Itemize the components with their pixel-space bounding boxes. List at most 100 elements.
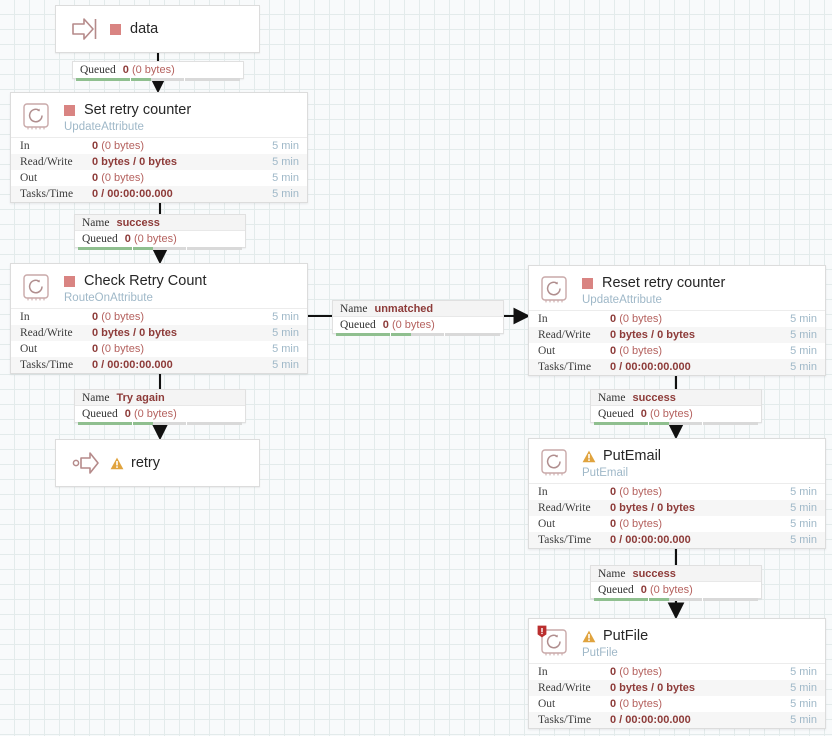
stat-value: 0 (0 bytes) [610, 313, 662, 325]
stat-label: Tasks/Time [538, 714, 592, 726]
processor-header: Check Retry Count RouteOnAttribute [11, 264, 307, 308]
connection-queued-row: Queued 0 (0 bytes) [333, 317, 503, 333]
stat-row-out: Out 0 (0 bytes) 5 min [11, 341, 307, 357]
name-label: Name [82, 216, 110, 229]
processor-icon [21, 273, 53, 303]
queued-value: 0 (0 bytes) [124, 408, 177, 420]
stat-label: In [538, 666, 548, 678]
stat-value: 0 (0 bytes) [92, 140, 144, 152]
processor-stats: In 0 (0 bytes) 5 min Read/Write 0 bytes … [529, 310, 825, 375]
stat-row-tasks-time: Tasks/Time 0 / 00:00:00.000 5 min [11, 186, 307, 202]
processor-stats: In 0 (0 bytes) 5 min Read/Write 0 bytes … [529, 663, 825, 728]
stat-row-in: In 0 (0 bytes) 5 min [11, 309, 307, 325]
queued-label: Queued [340, 319, 376, 331]
stat-label: Read/Write [538, 682, 591, 694]
output-port-retry[interactable]: retry [55, 439, 260, 487]
stat-label: In [538, 486, 548, 498]
status-stopped-icon [110, 23, 121, 35]
stat-time: 5 min [272, 359, 299, 371]
queued-label: Queued [82, 408, 118, 420]
connection-label[interactable]: Name unmatched Queued 0 (0 bytes) [332, 300, 504, 336]
queue-progress-bar [78, 422, 242, 425]
stat-value: 0 bytes / 0 bytes [610, 502, 695, 514]
processor-icon [539, 275, 571, 305]
queue-progress-bar [594, 598, 758, 601]
stat-label: Out [538, 345, 556, 357]
warning-icon [110, 457, 124, 470]
processor-header: PutEmail PutEmail [529, 439, 825, 483]
processor-name: PutEmail [603, 448, 662, 464]
stat-label: Tasks/Time [20, 188, 74, 200]
status-stopped-icon [64, 276, 75, 287]
stat-row-in: In 0 (0 bytes) 5 min [529, 311, 825, 327]
stat-time: 5 min [790, 714, 817, 726]
connection-label[interactable]: Name success Queued 0 (0 bytes) [590, 565, 762, 601]
processor-type: UpdateAttribute [64, 121, 144, 133]
stat-value: 0 / 00:00:00.000 [92, 359, 173, 371]
processor-stats: In 0 (0 bytes) 5 min Read/Write 0 bytes … [11, 308, 307, 373]
queue-progress-bar [76, 78, 240, 81]
queue-progress-bar [594, 422, 758, 425]
port-label: retry [131, 455, 160, 471]
processor-check-retry-count[interactable]: Check Retry Count RouteOnAttribute In 0 … [10, 263, 308, 374]
stat-row-tasks-time: Tasks/Time 0 / 00:00:00.000 5 min [11, 357, 307, 373]
processor-name: PutFile [603, 628, 649, 644]
processor-set-retry-counter[interactable]: Set retry counter UpdateAttribute In 0 (… [10, 92, 308, 203]
processor-reset-retry-counter[interactable]: Reset retry counter UpdateAttribute In 0… [528, 265, 826, 376]
name-label: Name [598, 391, 626, 404]
input-port-data[interactable]: data [55, 5, 260, 53]
connection-queued-row: Queued 0 (0 bytes) [75, 406, 245, 422]
connection-label[interactable]: Queued 0 (0 bytes) [72, 61, 244, 81]
stat-label: Read/Write [538, 502, 591, 514]
connection-label[interactable]: Name Try again Queued 0 (0 bytes) [74, 389, 246, 425]
stat-row-tasks-time: Tasks/Time 0 / 00:00:00.000 5 min [529, 532, 825, 548]
stat-time: 5 min [790, 682, 817, 694]
stat-row-out: Out 0 (0 bytes) 5 min [529, 516, 825, 532]
name-label: Name [598, 567, 626, 580]
stat-row-read-write: Read/Write 0 bytes / 0 bytes 5 min [529, 500, 825, 516]
status-stopped-icon [64, 105, 75, 116]
queued-label: Queued [598, 584, 634, 596]
processor-type: UpdateAttribute [582, 294, 662, 306]
name-label: Name [82, 391, 110, 404]
processor-putemail[interactable]: PutEmail PutEmail In 0 (0 bytes) 5 min R… [528, 438, 826, 549]
stat-time: 5 min [790, 666, 817, 678]
stat-row-in: In 0 (0 bytes) 5 min [529, 484, 825, 500]
connection-queued-row: Queued 0 (0 bytes) [591, 406, 761, 422]
processor-putfile[interactable]: PutFile PutFile In 0 (0 bytes) 5 min Rea… [528, 618, 826, 729]
stat-row-out: Out 0 (0 bytes) 5 min [529, 343, 825, 359]
connection-queued-row: Queued 0 (0 bytes) [75, 231, 245, 247]
processor-name: Set retry counter [84, 102, 192, 118]
stat-time: 5 min [272, 140, 299, 152]
stat-row-read-write: Read/Write 0 bytes / 0 bytes 5 min [11, 154, 307, 170]
connection-name: success [116, 216, 160, 229]
processor-type: RouteOnAttribute [64, 292, 153, 304]
processor-header: PutFile PutFile [529, 619, 825, 663]
connection-label[interactable]: Name success Queued 0 (0 bytes) [74, 214, 246, 250]
stat-label: Out [20, 343, 38, 355]
stat-row-out: Out 0 (0 bytes) 5 min [11, 170, 307, 186]
processor-icon [539, 448, 571, 478]
connection-label[interactable]: Name success Queued 0 (0 bytes) [590, 389, 762, 425]
queued-label: Queued [80, 64, 116, 76]
stat-value: 0 / 00:00:00.000 [610, 714, 691, 726]
stat-time: 5 min [272, 311, 299, 323]
connection-queued-row: Queued 0 (0 bytes) [591, 582, 761, 598]
name-label: Name [340, 302, 368, 315]
status-stopped-icon [582, 278, 593, 289]
port-label: data [130, 21, 159, 37]
stat-row-tasks-time: Tasks/Time 0 / 00:00:00.000 5 min [529, 712, 825, 728]
stat-time: 5 min [272, 343, 299, 355]
stat-label: Read/Write [20, 156, 73, 168]
queued-value: 0 (0 bytes) [124, 233, 177, 245]
stat-row-read-write: Read/Write 0 bytes / 0 bytes 5 min [529, 680, 825, 696]
connection-name-row: Name Try again [75, 390, 245, 406]
queued-label: Queued [598, 408, 634, 420]
stat-label: Out [20, 172, 38, 184]
bulletin-indicator-icon[interactable] [537, 625, 547, 638]
processor-stats: In 0 (0 bytes) 5 min Read/Write 0 bytes … [529, 483, 825, 548]
processor-name: Reset retry counter [602, 275, 726, 291]
connection-queued-row: Queued 0 (0 bytes) [73, 62, 243, 78]
stat-value: 0 (0 bytes) [92, 311, 144, 323]
